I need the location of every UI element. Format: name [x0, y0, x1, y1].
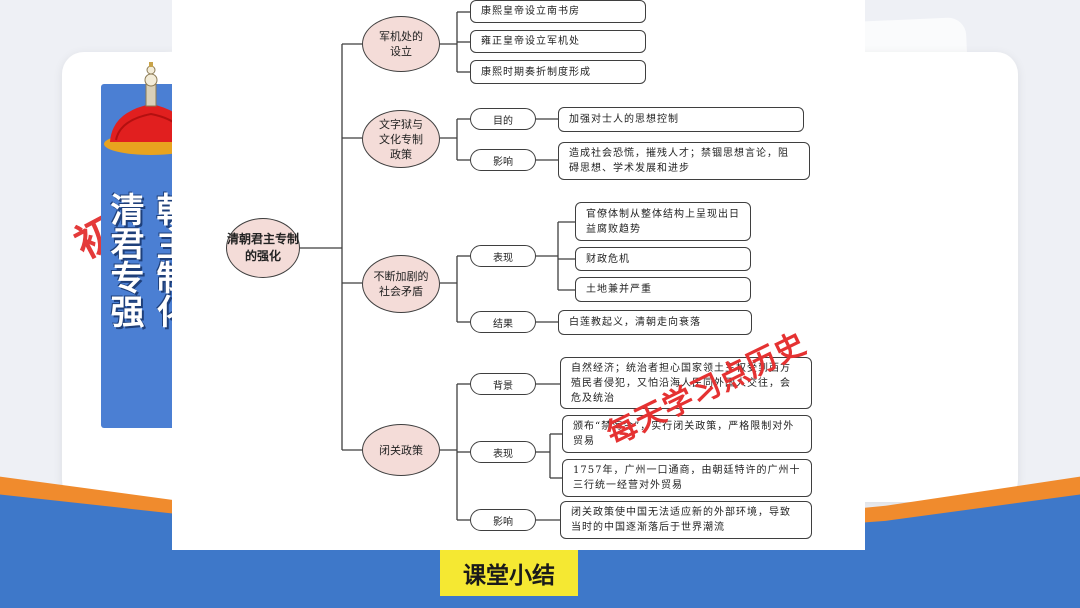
mindmap-panel: 清朝君主专制的强化 军机处的设立 康熙皇帝设立南书房 雍正皇帝设立军机处 康熙时… [172, 0, 865, 550]
junjichu-item-1: 康熙皇帝设立南书房 [470, 0, 646, 23]
branch-junjichu: 军机处的设立 [362, 16, 440, 72]
branch-maodun: 不断加剧的社会矛盾 [362, 255, 440, 313]
wenziyu-yingxiang-text: 造成社会恐慌，摧残人才；禁锢思想言论，阻碍思想、学术发展和进步 [558, 142, 810, 180]
maodun-biaoxian-item-1: 官僚体制从整体结构上呈现出日益腐败趋势 [575, 202, 751, 241]
biguan-biaoxian-item-1: 颁布“禁海令”，实行闭关政策，严格限制对外贸易 [562, 415, 812, 453]
biguan-biaoxian-item-2: 1757年，广州一口通商，由朝廷特许的广州十三行统一经营对外贸易 [562, 459, 812, 497]
biguan-yingxiang-label: 影响 [470, 509, 536, 531]
branch-biguan: 闭关政策 [362, 424, 440, 476]
branch-wenziyu: 文字狱与文化专制政策 [362, 110, 440, 168]
maodun-jieguo-text: 白莲教起义，清朝走向衰落 [558, 310, 752, 335]
wenziyu-mudi-label: 目的 [470, 108, 536, 130]
biguan-biaoxian-label: 表现 [470, 441, 536, 463]
junjichu-item-3: 康熙时期奏折制度形成 [470, 60, 646, 84]
summary-label: 课堂小结 [440, 550, 578, 596]
banner-column-left: 清君专强 [107, 192, 153, 328]
biguan-beijing-label: 背景 [470, 373, 536, 395]
wenziyu-mudi-text: 加强对士人的思想控制 [558, 107, 804, 132]
wenziyu-yingxiang-label: 影响 [470, 149, 536, 171]
junjichu-item-2: 雍正皇帝设立军机处 [470, 30, 646, 53]
maodun-biaoxian-label: 表现 [470, 245, 536, 267]
maodun-biaoxian-item-3: 土地兼并严重 [575, 277, 751, 302]
maodun-jieguo-label: 结果 [470, 311, 536, 333]
maodun-biaoxian-item-2: 财政危机 [575, 247, 751, 271]
root-node: 清朝君主专制的强化 [226, 218, 300, 278]
biguan-yingxiang-text: 闭关政策使中国无法适应新的外部环境，导致当时的中国逐渐落后于世界潮流 [560, 501, 812, 539]
